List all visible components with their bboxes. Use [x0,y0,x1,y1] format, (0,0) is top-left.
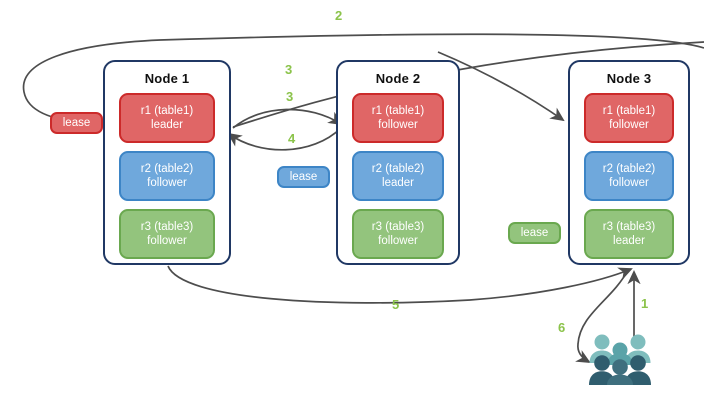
replica-name: r3 (table3) [371,221,425,233]
node-3-title: Node 3 [606,71,652,86]
replica-role: leader [382,177,414,189]
replica-n3-r2[interactable]: r2 (table2) follower [584,151,674,201]
lease-badge-r3[interactable]: lease [508,222,561,244]
node-1-title: Node 1 [144,71,190,86]
replica-name: r2 (table2) [371,163,425,175]
users-group-icon [589,334,651,385]
replica-n2-r3[interactable]: r3 (table3) follower [352,209,444,259]
replica-n1-r2[interactable]: r2 (table2) follower [119,151,215,201]
replica-role: follower [378,119,418,131]
replica-name: r2 (table2) [602,163,656,175]
arrow-step-6 [575,269,629,364]
arrow-step-3-lower [232,108,343,129]
arrow-step-4 [227,127,342,151]
replica-name: r2 (table2) [140,163,194,175]
replica-name: r1 (table1) [371,105,425,117]
step-label-1: 1 [641,296,649,311]
arrow-step-3-to-node3 [437,51,565,122]
node-3-container[interactable]: Node 3 r1 (table1) follower r2 (table2) … [568,60,690,265]
replica-role: leader [151,119,183,131]
lease-badge-r2[interactable]: lease [277,166,330,188]
replica-n2-r1[interactable]: r1 (table1) follower [352,93,444,143]
step-label-6: 6 [558,320,566,335]
replica-name: r1 (table1) [602,105,656,117]
node-1-container[interactable]: Node 1 r1 (table1) leader r2 (table2) fo… [103,60,231,265]
step-label-3b: 3 [286,89,294,104]
replica-role: follower [147,177,187,189]
replica-role: follower [609,177,649,189]
replica-n1-r1[interactable]: r1 (table1) leader [119,93,215,143]
step-label-3a: 3 [285,62,293,77]
replica-role: follower [378,235,418,247]
step-label-4: 4 [288,131,296,146]
node-2-title: Node 2 [375,71,421,86]
arrow-step-5 [167,265,633,304]
replica-role: leader [613,235,645,247]
step-label-2: 2 [335,8,343,23]
replica-n3-r3[interactable]: r3 (table3) leader [584,209,674,259]
replica-role: follower [147,235,187,247]
arrow-step-2 [22,33,704,129]
replica-n1-r3[interactable]: r3 (table3) follower [119,209,215,259]
replica-name: r1 (table1) [140,105,194,117]
lease-badge-r1[interactable]: lease [50,112,103,134]
replica-role: follower [609,119,649,131]
step-label-5: 5 [392,297,400,312]
replica-n2-r2[interactable]: r2 (table2) leader [352,151,444,201]
replica-name: r3 (table3) [140,221,194,233]
replica-name: r3 (table3) [602,221,656,233]
replica-n3-r1[interactable]: r1 (table1) follower [584,93,674,143]
node-2-container[interactable]: Node 2 r1 (table1) follower r2 (table2) … [336,60,460,265]
